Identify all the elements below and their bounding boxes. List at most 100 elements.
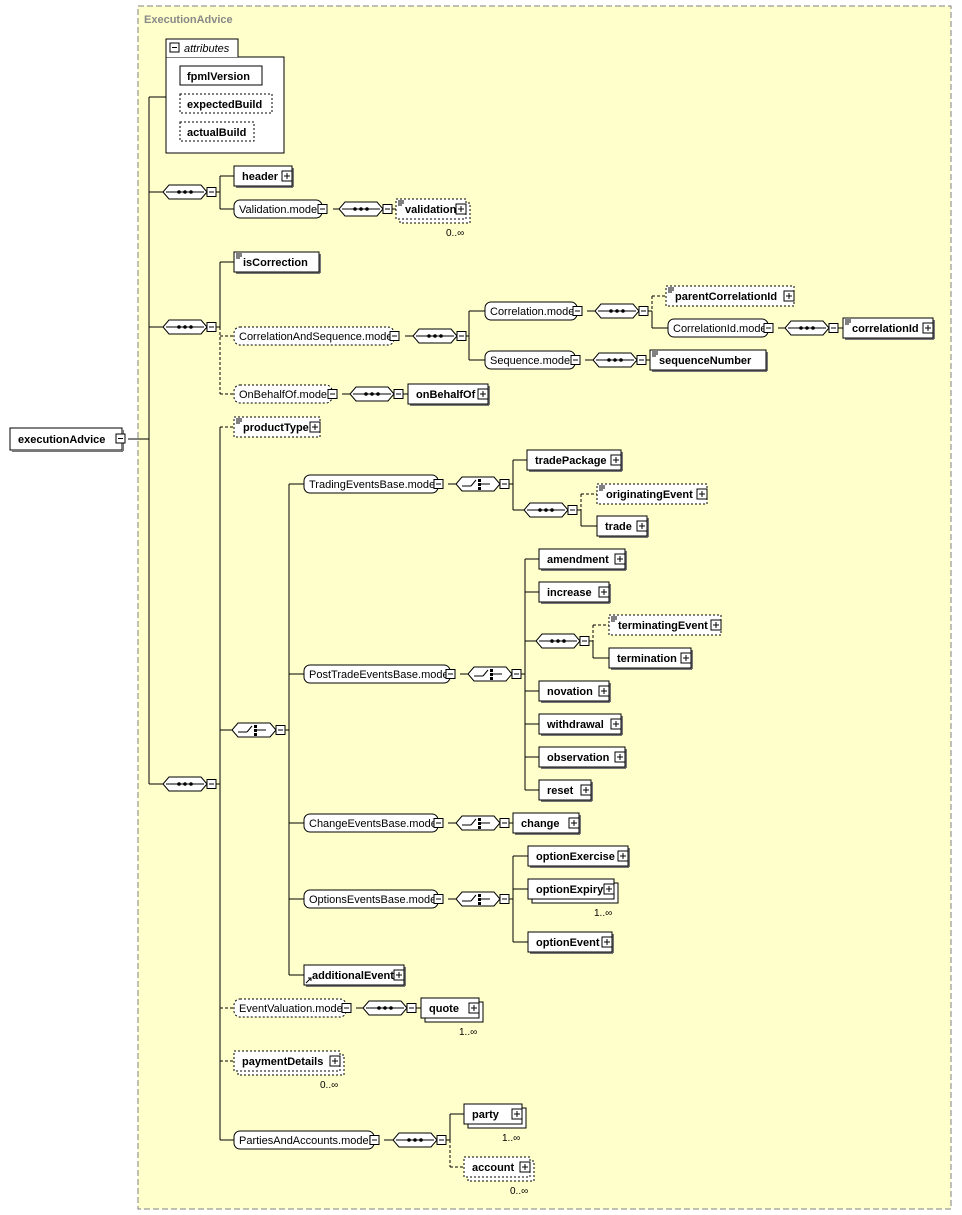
documentation-icon (236, 418, 242, 424)
occurrence-label: 0..∞ (320, 1080, 338, 1091)
choice-compositor[interactable] (231, 722, 286, 738)
svg-text:ChangeEventsBase.model: ChangeEventsBase.model (309, 818, 439, 830)
occurrence-label: 1..∞ (502, 1133, 520, 1144)
node-onBehalfOf[interactable]: onBehalfOf (407, 383, 490, 406)
node-validation-model[interactable]: Validation.model (233, 199, 328, 219)
svg-text:tradePackage: tradePackage (535, 455, 607, 467)
node-originatingEvent[interactable]: originatingEvent (596, 483, 708, 505)
attributes-group: attributes fpmlVersion expectedBuild act… (165, 38, 285, 154)
occurrence-label: 1..∞ (459, 1027, 477, 1038)
node-novation[interactable]: novation (538, 680, 611, 703)
node-tradePackage[interactable]: tradePackage (526, 449, 623, 472)
node-sequenceNumber[interactable]: sequenceNumber (649, 349, 768, 372)
svg-text:withdrawal: withdrawal (546, 719, 604, 731)
sequence-compositor[interactable] (784, 320, 839, 336)
documentation-icon (236, 253, 242, 259)
svg-text:change: change (521, 818, 560, 830)
sequence-compositor[interactable] (162, 319, 217, 335)
svg-text:observation: observation (547, 752, 610, 764)
node-withdrawal[interactable]: withdrawal (538, 713, 623, 736)
documentation-icon (652, 351, 658, 357)
svg-text:party: party (472, 1109, 500, 1121)
sequence-compositor[interactable] (162, 184, 217, 200)
node-isCorrection[interactable]: isCorrection (233, 251, 321, 274)
svg-text:Sequence.model: Sequence.model (490, 355, 573, 367)
svg-text:PostTradeEventsBase.model: PostTradeEventsBase.model (309, 669, 451, 681)
node-change[interactable]: change (512, 812, 581, 835)
svg-text:actualBuild: actualBuild (187, 127, 246, 139)
svg-text:novation: novation (547, 686, 593, 698)
node-increase[interactable]: increase (538, 581, 611, 604)
node-productType[interactable]: productType (233, 416, 321, 438)
sequence-compositor[interactable] (592, 352, 647, 368)
svg-text:executionAdvice: executionAdvice (18, 434, 105, 446)
choice-compositor[interactable] (455, 476, 510, 492)
node-parentCorrelationId[interactable]: parentCorrelationId (665, 285, 795, 307)
svg-text:TradingEventsBase.model: TradingEventsBase.model (309, 479, 438, 491)
node-post-trade-events-model[interactable]: PostTradeEventsBase.model (303, 664, 456, 684)
svg-text:optionEvent: optionEvent (536, 937, 600, 949)
sequence-compositor[interactable] (362, 1000, 417, 1016)
svg-text:EventValuation.model: EventValuation.model (239, 1003, 345, 1015)
root-element-executionAdvice[interactable]: executionAdvice (9, 427, 126, 452)
choice-compositor[interactable] (455, 891, 510, 907)
sequence-compositor[interactable] (162, 776, 217, 792)
svg-text:CorrelationAndSequence.model: CorrelationAndSequence.model (239, 331, 395, 343)
sequence-compositor[interactable] (594, 303, 649, 319)
node-onBehalfOf-model[interactable]: OnBehalfOf.model (233, 384, 338, 404)
node-header[interactable]: header (233, 165, 294, 188)
attribute-actualBuild[interactable] (179, 121, 255, 142)
svg-text:account: account (472, 1162, 515, 1174)
node-party[interactable]: party 1..∞ (463, 1103, 527, 1144)
choice-compositor[interactable] (455, 815, 510, 831)
svg-text:amendment: amendment (547, 554, 609, 566)
node-reset[interactable]: reset (538, 779, 593, 802)
node-parties-and-accounts-model[interactable]: PartiesAndAccounts.model (233, 1130, 380, 1150)
documentation-icon (845, 319, 851, 325)
node-correlationId-model[interactable]: CorrelationId.model (667, 318, 774, 338)
svg-text:header: header (242, 171, 279, 183)
sequence-compositor[interactable] (338, 201, 393, 217)
node-trade[interactable]: trade (596, 515, 649, 538)
node-correlationId[interactable]: correlationId (842, 317, 935, 340)
node-additionalEvent[interactable]: additionalEvent (303, 964, 406, 987)
node-amendment[interactable]: amendment (538, 548, 627, 571)
svg-text:terminatingEvent: terminatingEvent (618, 620, 708, 632)
sequence-compositor[interactable] (412, 328, 467, 344)
node-event-valuation-model[interactable]: EventValuation.model (233, 998, 352, 1018)
node-sequence-model[interactable]: Sequence.model (484, 350, 581, 370)
svg-text:onBehalfOf: onBehalfOf (416, 389, 476, 401)
svg-text:fpmlVersion: fpmlVersion (187, 71, 250, 83)
svg-text:isCorrection: isCorrection (243, 257, 308, 269)
choice-compositor[interactable] (467, 666, 522, 682)
sequence-compositor[interactable] (523, 502, 578, 518)
sequence-compositor[interactable] (535, 633, 590, 649)
svg-text:validation: validation (405, 204, 457, 216)
node-options-events-model[interactable]: OptionsEventsBase.model (303, 889, 444, 909)
node-paymentDetails[interactable]: paymentDetails 0..∞ (233, 1050, 345, 1091)
svg-text:OptionsEventsBase.model: OptionsEventsBase.model (309, 894, 439, 906)
node-optionExercise[interactable]: optionExercise (527, 845, 630, 868)
svg-text:CorrelationId.model: CorrelationId.model (673, 323, 769, 335)
node-termination[interactable]: termination (608, 647, 693, 670)
svg-text:trade: trade (605, 521, 632, 533)
node-terminatingEvent[interactable]: terminatingEvent (608, 614, 722, 636)
node-change-events-model[interactable]: ChangeEventsBase.model (303, 813, 444, 833)
attribute-expectedBuild[interactable] (179, 93, 273, 114)
reference-arrow-icon (305, 977, 312, 984)
node-observation[interactable]: observation (538, 746, 627, 769)
svg-text:paymentDetails: paymentDetails (242, 1056, 323, 1068)
attribute-fpmlVersion[interactable] (179, 65, 263, 86)
node-correlation-and-sequence-model[interactable]: CorrelationAndSequence.model (233, 326, 400, 346)
node-optionEvent[interactable]: optionEvent (527, 931, 614, 954)
documentation-icon (398, 200, 404, 206)
node-correlation-model[interactable]: Correlation.model (484, 301, 583, 321)
node-trading-events-model[interactable]: TradingEventsBase.model (303, 474, 444, 494)
sequence-compositor[interactable] (349, 386, 404, 402)
documentation-icon (599, 485, 605, 491)
sequence-compositor[interactable] (392, 1132, 447, 1148)
